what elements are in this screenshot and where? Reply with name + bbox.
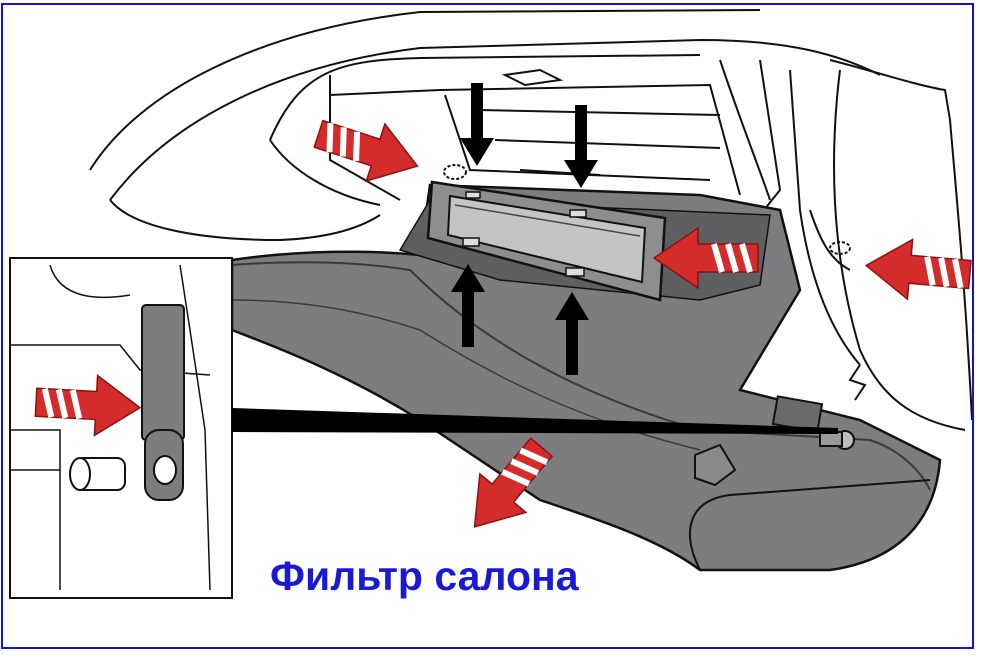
red-arrow-icon-pillar — [864, 236, 973, 305]
callout-connector-line — [232, 408, 838, 434]
cabin-filter — [426, 164, 667, 302]
inset-detail — [9, 257, 233, 599]
door-pillar — [789, 59, 973, 431]
clip-marker-left-icon — [443, 164, 467, 180]
diagram-caption: Фильтр салона — [270, 553, 579, 599]
clip-marker-right-icon — [829, 241, 851, 255]
red-arrow-icon-clip-left — [309, 105, 426, 194]
